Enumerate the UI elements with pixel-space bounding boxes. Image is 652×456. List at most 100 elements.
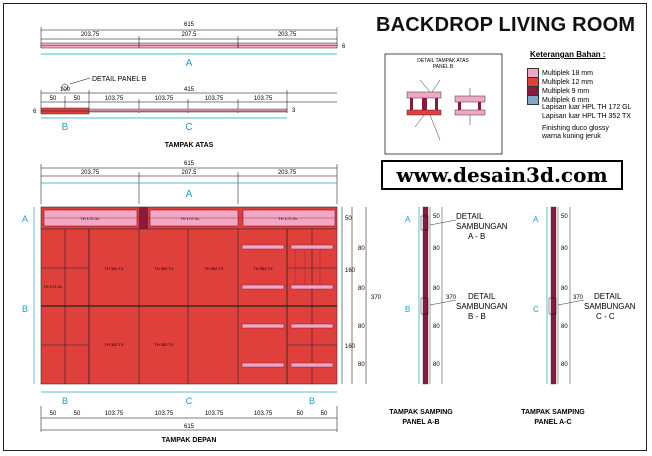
dim-right: 160 — [345, 268, 356, 274]
dim-side: 80 — [433, 246, 440, 252]
dim-total: 615 — [184, 424, 195, 430]
detail-label: DETAIL — [594, 292, 622, 301]
panel-label: TH 172 GL — [43, 284, 63, 289]
panel-label: TH 352 TX — [154, 266, 174, 271]
dim-right: 80 — [358, 286, 365, 292]
detail-title: DETAIL TAMPAK ATAS — [417, 58, 469, 64]
page-title: BACKDROP LIVING ROOM — [376, 14, 636, 36]
caption: TAMPAK SAMPING — [521, 409, 585, 416]
panel-label: TH 172 GL — [80, 216, 100, 221]
panel-label: TH 172 GL — [180, 216, 200, 221]
legend-note: Lapisan luar HPL TH 172 GL — [542, 104, 632, 111]
label-b: B — [309, 396, 315, 406]
panel-label: TH 352 TX — [104, 266, 124, 271]
dim-lower: 103.75 — [205, 96, 224, 102]
side-panel — [422, 206, 429, 385]
dim-bottom: 50 — [74, 411, 81, 417]
dim-six: 6 — [33, 109, 37, 115]
dim-height: 370 — [371, 295, 382, 301]
caption: TAMPAK SAMPING — [389, 409, 453, 416]
legend-swatch — [527, 95, 539, 105]
plan-panel-c — [88, 108, 288, 113]
dim-height: 370 — [573, 295, 584, 301]
dim-bottom: 50 — [321, 411, 328, 417]
side-label-b: B — [22, 304, 28, 314]
dim-bottom: 103.75 — [155, 411, 174, 417]
dim-bottom: 103.75 — [105, 411, 124, 417]
dim-segment: 203.75 — [278, 32, 297, 38]
caption-tampak-atas: TAMPAK ATAS — [165, 142, 214, 149]
side-view-ac: A C 50 80 80 80 80 370 DETAIL SAMBUNGAN … — [521, 206, 636, 426]
sheet-border — [3, 3, 647, 451]
dim-side: 80 — [433, 362, 440, 368]
dim-three: 3 — [292, 108, 296, 114]
dim-side: 80 — [561, 286, 568, 292]
legend-note: warna kuning jeruk — [542, 133, 601, 140]
detail-label: C - C — [596, 312, 615, 321]
detail-label: B - B — [468, 312, 486, 321]
dim-side: 50 — [561, 214, 568, 220]
side-label: A — [533, 215, 539, 224]
detail-frame — [384, 53, 503, 155]
dim-right: 160 — [345, 344, 356, 350]
detail-marker — [61, 83, 69, 91]
detail-label: SAMBUNGAN — [456, 222, 508, 231]
panel-label: TH 352 TX — [104, 342, 124, 347]
dim-bottom: 103.75 — [254, 411, 273, 417]
detail-subtitle: PANEL B — [433, 64, 454, 70]
legend-note: Lapisan luar HPL TH 352 TX — [542, 113, 631, 120]
dim-side: 80 — [561, 362, 568, 368]
dim-bottom: 50 — [297, 411, 304, 417]
detail-panel-label: DETAIL PANEL B — [92, 76, 147, 83]
dim-lower: 50 — [74, 96, 81, 102]
dim-segment: 207.5 — [181, 170, 197, 176]
legend-item: Multiplek 6 mm — [527, 95, 589, 105]
detail-label: SAMBUNGAN — [584, 302, 636, 311]
plan-view: DETAIL PANEL B 100 415 50 50 103.75 103.… — [33, 76, 337, 149]
top-view: 615 203.75 207.5 203.75 6 A — [40, 22, 346, 69]
dim-lower: 103.75 — [105, 96, 124, 102]
dim-segment: 203.75 — [278, 170, 297, 176]
panel-label: TH 172 GL — [278, 216, 298, 221]
legend-label: Multiplek 18 mm — [542, 69, 593, 77]
legend-title: Keterangan Bahan : — [530, 50, 606, 59]
caption: PANEL A-B — [402, 419, 439, 426]
dim-lower: 103.75 — [155, 96, 174, 102]
panel-label: TH 352 TX — [253, 266, 273, 271]
side-label: A — [405, 215, 411, 224]
dim-six: 6 — [342, 44, 346, 50]
side-label: C — [533, 305, 539, 314]
side-view-ab: A B 50 80 80 80 80 370 DETAIL SAMBUNGAN … — [389, 206, 508, 426]
detail-box: DETAIL TAMPAK ATAS PANEL B — [384, 53, 503, 155]
label-c: C — [186, 396, 193, 406]
label-a: A — [186, 189, 193, 200]
detail-label: DETAIL — [456, 212, 484, 221]
dim-upper: 415 — [184, 87, 195, 93]
dim-side: 80 — [561, 324, 568, 330]
dim-right: 80 — [358, 246, 365, 252]
legend-label: Multiplek 9 mm — [542, 87, 590, 95]
detail-label: SAMBUNGAN — [456, 302, 508, 311]
legend-label: Multiplek 12 mm — [542, 78, 593, 86]
label-a: A — [186, 58, 193, 69]
dim-height: 370 — [446, 295, 457, 301]
caption-tampak-depan: TAMPAK DEPAN — [162, 437, 217, 444]
panel-label: TH 352 TX — [154, 342, 174, 347]
dim-total: 615 — [184, 22, 195, 28]
detail-label: A - B — [468, 232, 485, 241]
dim-segment: 203.75 — [81, 32, 100, 38]
dim-side: 50 — [433, 214, 440, 220]
dim-bottom: 50 — [50, 411, 57, 417]
label-c: C — [185, 122, 192, 133]
dim-upper: 100 — [60, 87, 71, 93]
side-label: B — [405, 305, 410, 314]
label-b: B — [62, 122, 69, 133]
watermark: www.desain3d.com — [381, 160, 623, 190]
legend-note: Finishing duco glossy — [542, 125, 609, 132]
dim-segment: 207.5 — [181, 32, 197, 38]
front-view: 615 203.75 207.5 203.75 A TH 172 GL TH 1… — [22, 161, 382, 444]
dim-segment: 203.75 — [81, 170, 100, 176]
dim-lower: 50 — [50, 96, 57, 102]
dim-right: 80 — [358, 362, 365, 368]
panel-label: TH 352 TX — [204, 266, 224, 271]
